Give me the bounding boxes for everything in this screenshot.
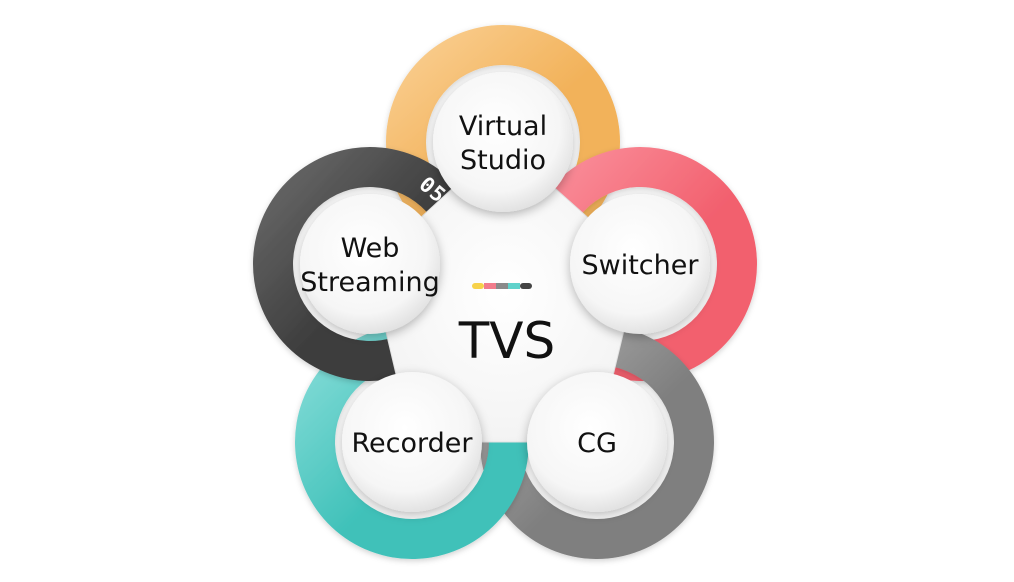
node-cg: CG bbox=[527, 372, 667, 512]
ring-arc-recorder bbox=[295, 328, 529, 559]
node-recorder: Recorder bbox=[342, 372, 482, 512]
swatch-segment bbox=[472, 283, 484, 289]
swatch-segment bbox=[496, 283, 508, 289]
ring-layer: 0102030405 bbox=[253, 24, 757, 560]
node-label-web-streaming: Streaming bbox=[300, 267, 439, 298]
node-disc-switcher bbox=[570, 194, 710, 334]
center-swatch bbox=[472, 283, 532, 289]
swatch-segment bbox=[520, 283, 532, 289]
node-disc-recorder bbox=[342, 372, 482, 512]
swatch-segment bbox=[508, 283, 520, 289]
ring-arc-switcher bbox=[540, 147, 757, 382]
node-label-cg: CG bbox=[577, 428, 617, 459]
node-label-virtual-studio: Virtual bbox=[459, 111, 547, 142]
node-disc-web-streaming bbox=[300, 194, 440, 334]
node-label-web-streaming: Web bbox=[341, 233, 400, 264]
ring-arc-cg bbox=[480, 327, 714, 560]
center-title: TVS bbox=[458, 312, 555, 370]
ring-arc-virtual-studio bbox=[386, 24, 620, 225]
ring-arc-web-streaming bbox=[253, 147, 470, 382]
node-label-switcher: Switcher bbox=[582, 250, 700, 281]
node-label-recorder: Recorder bbox=[352, 428, 474, 459]
node-disc-cg bbox=[527, 372, 667, 512]
node-label-virtual-studio: Studio bbox=[460, 145, 546, 176]
swatch-segment bbox=[484, 283, 496, 289]
node-disc-virtual-studio bbox=[433, 72, 573, 212]
node-switcher: Switcher bbox=[570, 194, 710, 334]
